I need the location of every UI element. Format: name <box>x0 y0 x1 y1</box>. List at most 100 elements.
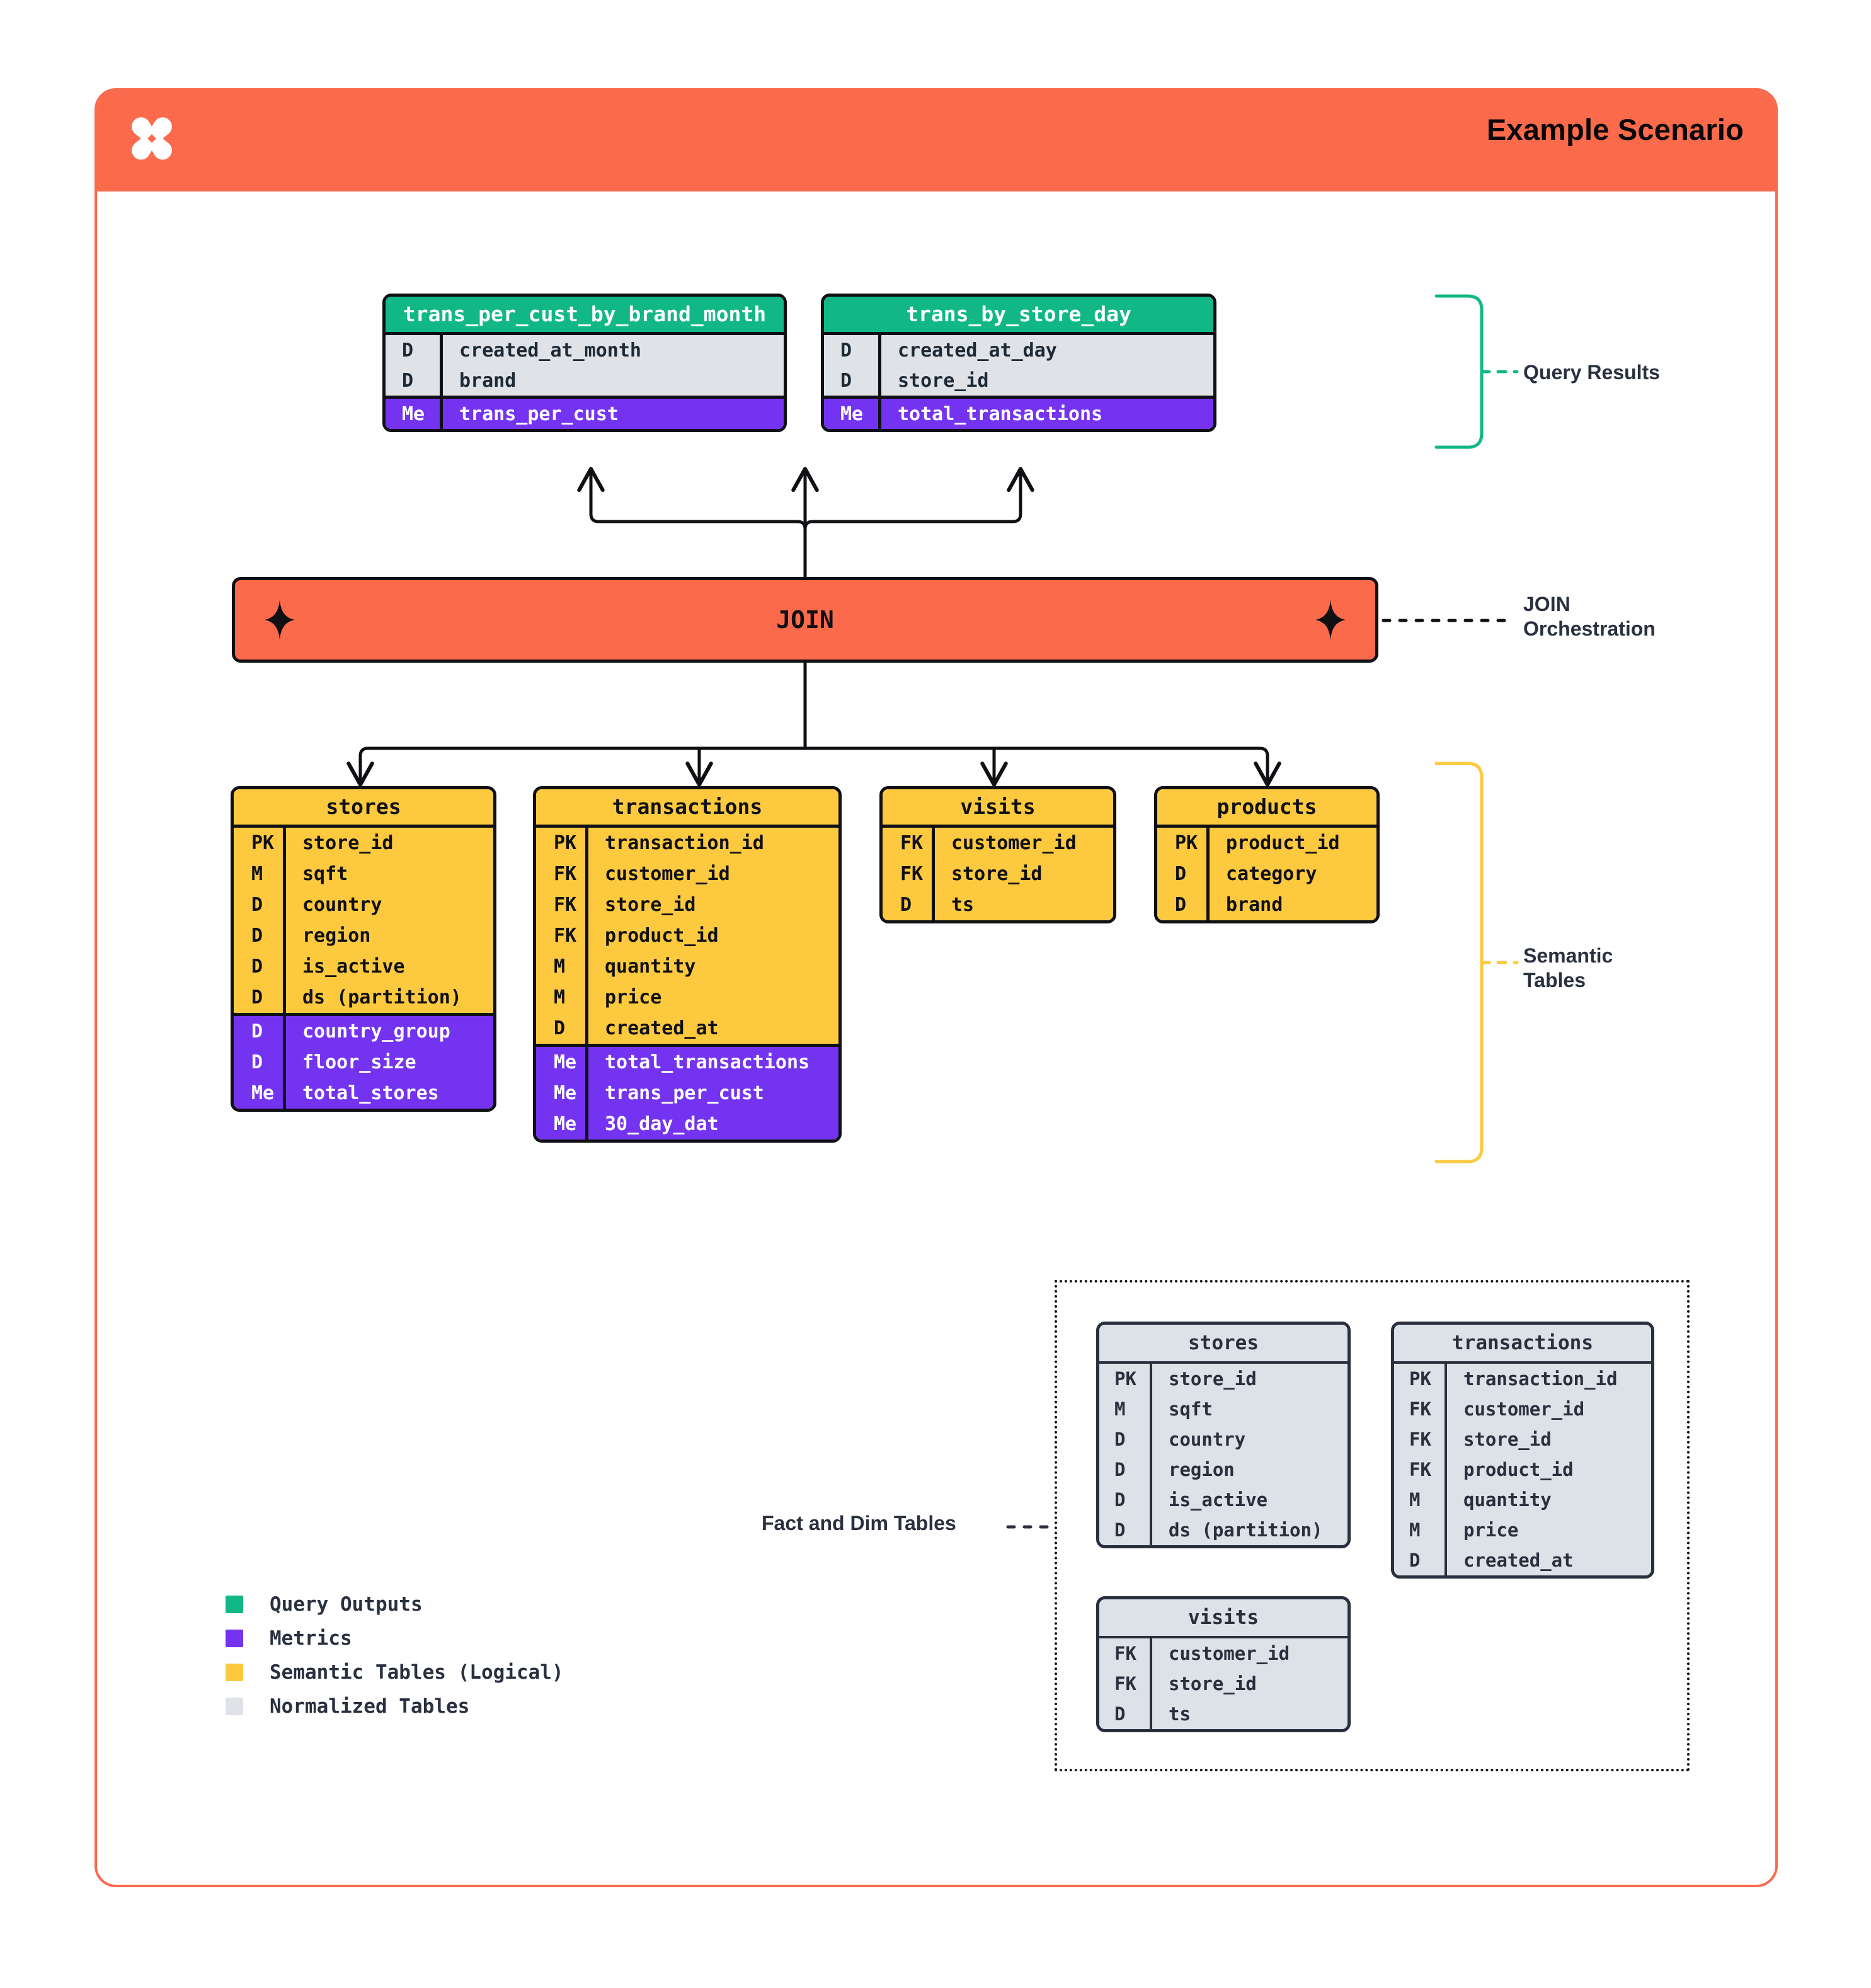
row-key: M <box>1409 1489 1421 1511</box>
row-key: PK <box>554 832 577 854</box>
row-key: D <box>1175 894 1187 916</box>
column-divider <box>1445 1364 1447 1394</box>
row-key: D <box>554 1017 566 1039</box>
row-key: D <box>402 339 414 362</box>
row-key: D <box>1114 1519 1126 1541</box>
column-divider <box>1150 1669 1152 1699</box>
row-column: ts <box>1169 1703 1191 1725</box>
row-key: M <box>554 956 566 978</box>
row-key: FK <box>554 894 577 916</box>
row-column: product_id <box>1226 832 1340 854</box>
column-divider <box>440 365 443 396</box>
row-column: store_id <box>951 863 1043 885</box>
row-key: FK <box>1114 1673 1136 1694</box>
dimensions-section: D created_at_month D brand <box>386 332 784 396</box>
row-column: created_at <box>605 1017 719 1039</box>
legend-item: Normalized Tables <box>226 1689 564 1723</box>
sparkle-icon <box>265 600 295 640</box>
column-divider <box>585 1047 588 1078</box>
table-header: visits <box>1099 1599 1347 1636</box>
query-result-table-trans-by-store-day[interactable]: trans_by_store_day D created_at_day D st… <box>821 294 1216 432</box>
row-column: store_id <box>1463 1429 1552 1450</box>
table-row: D created_at_month <box>386 335 784 365</box>
row-key: D <box>1114 1459 1126 1480</box>
row-key: D <box>1114 1703 1126 1725</box>
row-key: D <box>840 369 852 392</box>
row-column: price <box>605 986 662 1008</box>
table-header: stores <box>234 789 493 825</box>
metrics-section: Me trans_per_cust <box>386 396 784 429</box>
row-key: M <box>251 863 263 885</box>
row-column: quantity <box>1463 1489 1552 1511</box>
column-divider <box>1445 1454 1447 1485</box>
row-key: D <box>1114 1429 1126 1450</box>
row-column: store_id <box>898 369 989 392</box>
row-key: Me <box>554 1051 577 1073</box>
column-divider <box>585 889 588 920</box>
column-divider <box>283 1016 286 1047</box>
column-divider <box>1150 1638 1152 1669</box>
table-row: FK customer_id <box>1099 1638 1347 1669</box>
row-column: created_at_month <box>459 339 641 362</box>
row-column: country <box>302 894 382 916</box>
column-divider <box>878 365 881 396</box>
page-title: Example Scenario <box>1486 113 1744 146</box>
row-key: PK <box>1409 1368 1431 1390</box>
sparkle-icon <box>1315 600 1346 640</box>
query-result-table-trans-per-cust-by-brand-month[interactable]: trans_per_cust_by_brand_month D created_… <box>382 294 787 432</box>
row-key: FK <box>900 832 924 854</box>
table-header: trans_per_cust_by_brand_month <box>386 297 784 332</box>
row-column: store_id <box>302 832 394 854</box>
column-divider <box>585 828 588 859</box>
row-key: D <box>251 1051 263 1073</box>
row-column: total_transactions <box>605 1051 810 1073</box>
row-column: store_id <box>1169 1673 1257 1694</box>
row-key: D <box>251 986 263 1008</box>
row-column: country_group <box>302 1020 450 1043</box>
annotation-line: Orchestration <box>1523 617 1656 641</box>
column-divider <box>585 920 588 951</box>
legend-item: Metrics <box>226 1621 564 1655</box>
legend-label: Normalized Tables <box>270 1695 470 1718</box>
legend-swatch-metrics <box>226 1630 243 1647</box>
column-divider <box>283 828 286 859</box>
row-column: product_id <box>1463 1459 1574 1480</box>
row-key: FK <box>1114 1643 1136 1664</box>
legend-swatch-semantic-tables <box>226 1664 243 1681</box>
column-divider <box>1150 1364 1152 1394</box>
row-column: country <box>1169 1429 1246 1450</box>
column-divider <box>932 828 935 859</box>
join-orchestration-bar[interactable]: JOIN <box>232 577 1378 663</box>
table-row: Me total_transactions <box>536 1047 838 1078</box>
row-column: customer_id <box>1169 1643 1290 1664</box>
column-divider <box>1150 1515 1152 1545</box>
